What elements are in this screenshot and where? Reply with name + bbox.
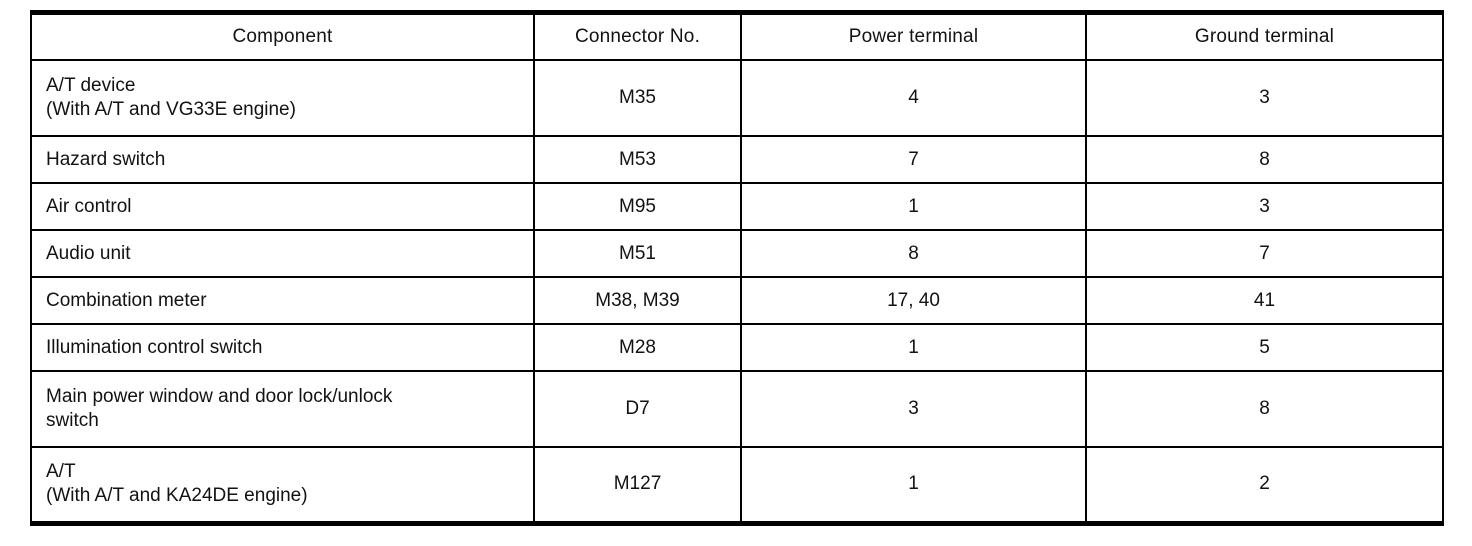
cell-power-terminal: 1: [740, 446, 1087, 524]
table-header-row: Component Connector No. Power terminal G…: [30, 11, 1444, 61]
table-row: Main power window and door lock/unlock s…: [30, 370, 1444, 448]
column-header-component: Component: [30, 11, 535, 61]
table-row: Audio unit M51 8 7: [30, 229, 1444, 278]
cell-ground-terminal: 2: [1085, 446, 1444, 524]
cell-component: A/T (With A/T and KA24DE engine): [30, 446, 535, 524]
cell-power-terminal: 1: [740, 182, 1087, 231]
column-header-ground-terminal: Ground terminal: [1085, 11, 1444, 61]
cell-ground-terminal: 3: [1085, 182, 1444, 231]
cell-component: Hazard switch: [30, 135, 535, 184]
cell-connector-no: M28: [533, 323, 742, 372]
cell-component: Combination meter: [30, 276, 535, 325]
cell-ground-terminal: 8: [1085, 370, 1444, 448]
cell-component: Illumination control switch: [30, 323, 535, 372]
cell-connector-no: M127: [533, 446, 742, 524]
cell-ground-terminal: 3: [1085, 59, 1444, 137]
table-row: Hazard switch M53 7 8: [30, 135, 1444, 184]
cell-connector-no: M95: [533, 182, 742, 231]
cell-power-terminal: 3: [740, 370, 1087, 448]
cell-connector-no: M51: [533, 229, 742, 278]
cell-component: Audio unit: [30, 229, 535, 278]
cell-component: A/T device (With A/T and VG33E engine): [30, 59, 535, 137]
cell-power-terminal: 4: [740, 59, 1087, 137]
cell-ground-terminal: 7: [1085, 229, 1444, 278]
cell-connector-no: M35: [533, 59, 742, 137]
table-row: A/T (With A/T and KA24DE engine) M127 1 …: [30, 446, 1444, 524]
cell-connector-no: M53: [533, 135, 742, 184]
table-row: Illumination control switch M28 1 5: [30, 323, 1444, 372]
table-row: Air control M95 1 3: [30, 182, 1444, 231]
cell-ground-terminal: 8: [1085, 135, 1444, 184]
column-header-power-terminal: Power terminal: [740, 11, 1087, 61]
cell-connector-no: D7: [533, 370, 742, 448]
cell-component: Air control: [30, 182, 535, 231]
table-row: Combination meter M38, M39 17, 40 41: [30, 276, 1444, 325]
cell-ground-terminal: 5: [1085, 323, 1444, 372]
cell-ground-terminal: 41: [1085, 276, 1444, 325]
cell-power-terminal: 7: [740, 135, 1087, 184]
cell-power-terminal: 8: [740, 229, 1087, 278]
column-header-connector-no: Connector No.: [533, 11, 742, 61]
cell-component: Main power window and door lock/unlock s…: [30, 370, 535, 448]
cell-power-terminal: 17, 40: [740, 276, 1087, 325]
power-ground-terminal-table: Component Connector No. Power terminal G…: [30, 10, 1444, 526]
cell-connector-no: M38, M39: [533, 276, 742, 325]
table-row: A/T device (With A/T and VG33E engine) M…: [30, 59, 1444, 137]
cell-power-terminal: 1: [740, 323, 1087, 372]
